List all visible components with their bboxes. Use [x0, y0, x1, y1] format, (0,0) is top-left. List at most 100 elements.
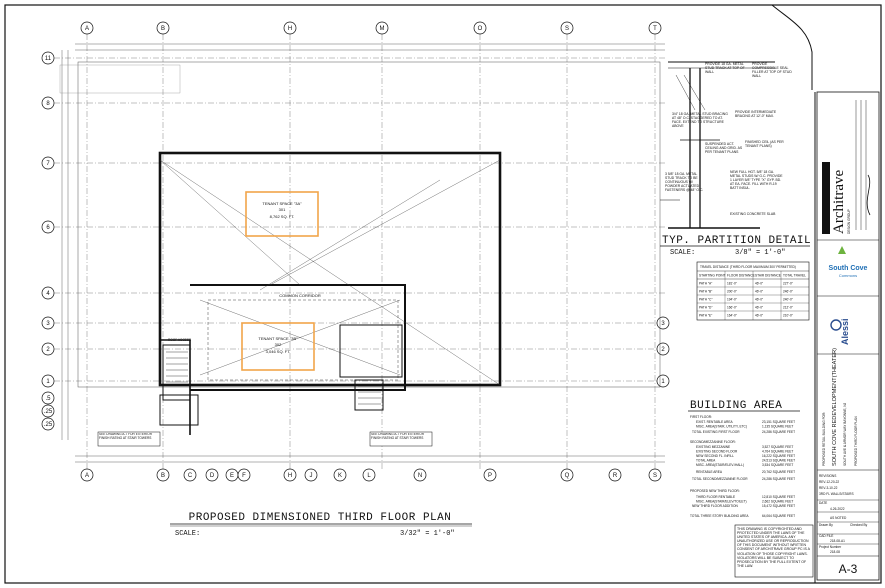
grid-label: N: [418, 473, 422, 479]
area-line-label: THIRD FLOOR RENTABLE: [696, 495, 735, 499]
cad-file-value: 218-08-A1: [830, 539, 845, 543]
area-line-value: 24,286 SQUARE FEET: [762, 477, 795, 481]
grid-label: 3: [46, 321, 50, 327]
grid-label: A: [85, 26, 89, 32]
grid-label: 7: [46, 161, 50, 167]
area-heading: SECOND/MEZZANINE FLOOR:: [690, 440, 736, 444]
grid-label: A: [85, 473, 89, 479]
table-cell: PATH "B": [699, 290, 712, 294]
firm-subtitle: DESIGN GROUP: [847, 209, 851, 234]
room-label: TENANT SPACE "3A": [262, 201, 302, 206]
table-cell: 227'-0": [783, 282, 793, 286]
grid-label: 8: [46, 101, 50, 107]
area-line-value: 20,762 SQUARE FEET: [762, 470, 795, 474]
grid-label: 2: [46, 347, 50, 353]
detail-title: TYP. PARTITION DETAIL: [662, 235, 811, 247]
corridor-label: COMMON CORRIDOR: [279, 293, 321, 298]
grid-label: H: [288, 473, 292, 479]
grid-label: 1: [661, 379, 665, 385]
table-header: STARTING POINT: [699, 274, 725, 278]
plan-scale-label: SCALE:: [175, 530, 200, 538]
firm-contact-lines: [855, 100, 867, 230]
table-header: FLOOR DISTANCE: [727, 274, 755, 278]
area-line-value: 3,534 SQUARE FEET: [762, 463, 793, 467]
grid-label: E: [230, 473, 234, 479]
checked-by-label: Checked By: [850, 523, 868, 527]
table-cell: 46'-0": [755, 298, 763, 302]
detail-note: PROVIDE 18 GA. METAL STUD TRACK AT TOP O…: [705, 62, 745, 74]
grid-label: R: [613, 473, 618, 479]
date-value: 4-26-2022: [830, 507, 845, 511]
grid-label: H: [288, 26, 292, 32]
area-line-value: 16,222 SQUARE FEET: [762, 454, 795, 458]
third-floor-plan: [59, 61, 661, 435]
cad-file-label: CAD FILE: [819, 534, 833, 538]
grid-label: O: [478, 26, 483, 32]
plan-title: PROPOSED DIMENSIONED THIRD FLOOR PLAN: [189, 512, 452, 524]
building-area-schedule: FIRST FLOOR: EXIST. RENTABLE AREA 23,151…: [690, 415, 795, 518]
area-line-value: 2,662 SQUARE FEET: [762, 500, 793, 504]
area-line-label: EXIST. RENTABLE AREA: [696, 420, 733, 424]
grid-label: L: [367, 473, 371, 479]
project-type: PROPOSED RETAIL BUILDING FOR:: [822, 412, 826, 466]
grid-row-bubbles: 11 8 7 6 4 3 2 1 .5 .25 .25 3 2 1: [41, 51, 670, 431]
table-cell: PATH "A": [699, 282, 712, 286]
scale-value: AS NOTED: [830, 516, 847, 520]
detail-note: SUSPENDED ACT. CEILING AND GRID. AS PER …: [705, 142, 743, 154]
alessi-mark-icon: [830, 319, 842, 331]
area-line-label: NEW THIRD FLOOR ADDITION: [692, 504, 739, 508]
grid-label: P: [488, 473, 492, 479]
consultant-logo: Alessi: [840, 318, 850, 345]
area-line-value: 12,810 SQUARE FEET: [762, 495, 795, 499]
grid-label: B: [161, 473, 165, 479]
detail-scale-label: SCALE:: [670, 249, 695, 257]
partition-detail: [660, 61, 775, 229]
revision-entry: 3RD FL WALLS/STAIRS: [819, 492, 854, 496]
area-line-label: EXISTING SECOND FLOOR: [696, 450, 738, 454]
revision-entry: REV-3-10-22: [819, 486, 838, 490]
grid-label: 3: [661, 321, 665, 327]
grid-label: 6: [46, 225, 50, 231]
table-cell: 46'-0": [755, 306, 763, 310]
grid-label: B: [161, 26, 165, 32]
exterior-finish-note: SEE DRAWING A-7 FOR EXTERIOR FINISH RATI…: [371, 433, 425, 440]
grid-label: J: [310, 473, 313, 479]
area-line-label: TOTAL THREE STORY BUILDING AREA: [690, 514, 749, 518]
table-caption: TRAVEL DISTANCE (THIRD FLOOR MAXIMUM 300…: [700, 265, 796, 269]
area-line-label: RENTABLE AREA: [696, 470, 723, 474]
grid-label: F: [242, 473, 246, 479]
area-line-value: 15,472 SQUARE FEET: [762, 504, 795, 508]
firm-name: Architrave: [831, 170, 847, 234]
title-block: [816, 91, 880, 581]
client-logo: South Cove: [829, 265, 868, 272]
sheet-number: A-3: [839, 562, 858, 576]
grid-label: 1: [46, 379, 50, 385]
tenant-3b-highlight: [241, 322, 315, 371]
area-line-label: TOTAL AREA: [696, 459, 716, 463]
room-number: 301: [279, 207, 286, 212]
grid-label: T: [653, 26, 657, 32]
grid-label: .25: [44, 422, 53, 428]
table-cell: 46'-0": [755, 314, 763, 318]
room-area: 8,762 SQ. FT.: [270, 214, 295, 219]
room-label: TENANT SPACE "3B": [258, 336, 298, 341]
area-line-value: 64,064 SQUARE FEET: [762, 514, 795, 518]
table-cell: 200'-0": [727, 290, 737, 294]
table-header: STAIR DISTANCE: [755, 274, 781, 278]
area-line-label: MISC. AREA(STAIR, UTILITY, ETC): [696, 425, 747, 429]
room-number: 302: [275, 342, 282, 347]
area-line-value: 24,513 SQUARE FEET: [762, 459, 795, 463]
area-heading: FIRST FLOOR:: [690, 415, 712, 419]
table-cell: PATH "D": [699, 306, 712, 310]
area-line-label: TOTAL SECOND/MEZZANINE FLOOR: [692, 477, 748, 481]
client-logo-sub: Commons: [839, 273, 857, 278]
area-heading: PROPOSED NEW THIRD FLOOR:: [690, 489, 740, 493]
table-cell: 181'-0": [727, 282, 737, 286]
detail-note: PROVIDE INTERMEDIATE BRACING AT 12'-0" M…: [735, 110, 777, 118]
project-number-value: 218-08: [830, 550, 840, 554]
grid-label: D: [210, 473, 215, 479]
grid-label: 4: [46, 291, 50, 297]
detail-note: 3/4" 18 GA. METAL STUD BRACING AT 48" O.…: [672, 112, 728, 128]
area-line-value: 23,151 SQUARE FEET: [762, 420, 795, 424]
